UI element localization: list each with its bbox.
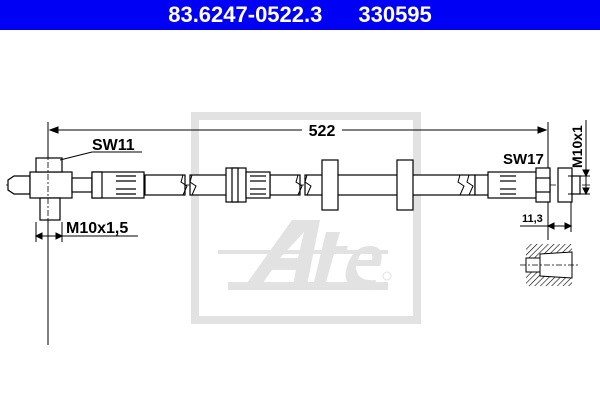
sw11-leader: [59, 151, 142, 161]
mid-fitting: [225, 167, 271, 203]
right-length-dimension: [520, 202, 573, 232]
left-thread-dimension: [34, 222, 138, 242]
right-wrench-size-label: SW17: [503, 151, 544, 168]
reference-number: 330595: [358, 2, 432, 27]
left-wrench-size-label: SW11: [92, 137, 135, 154]
left-thread-label: M10x1,5: [66, 220, 128, 237]
right-fitting: [487, 167, 581, 203]
right-thread-label: M10x1: [569, 125, 585, 168]
left-banjo-fitting: [7, 157, 145, 221]
part-number-header: 83.6247-0522.3 330595: [0, 0, 600, 30]
right-length-label: 11,3: [522, 213, 543, 225]
right-thread-dimension: [568, 120, 590, 196]
part-number: 83.6247-0522.3: [168, 2, 323, 27]
port-section-view: [520, 244, 578, 286]
ate-watermark: [191, 112, 421, 324]
overall-length-label: 522: [309, 123, 336, 140]
hose-body: [144, 159, 491, 211]
